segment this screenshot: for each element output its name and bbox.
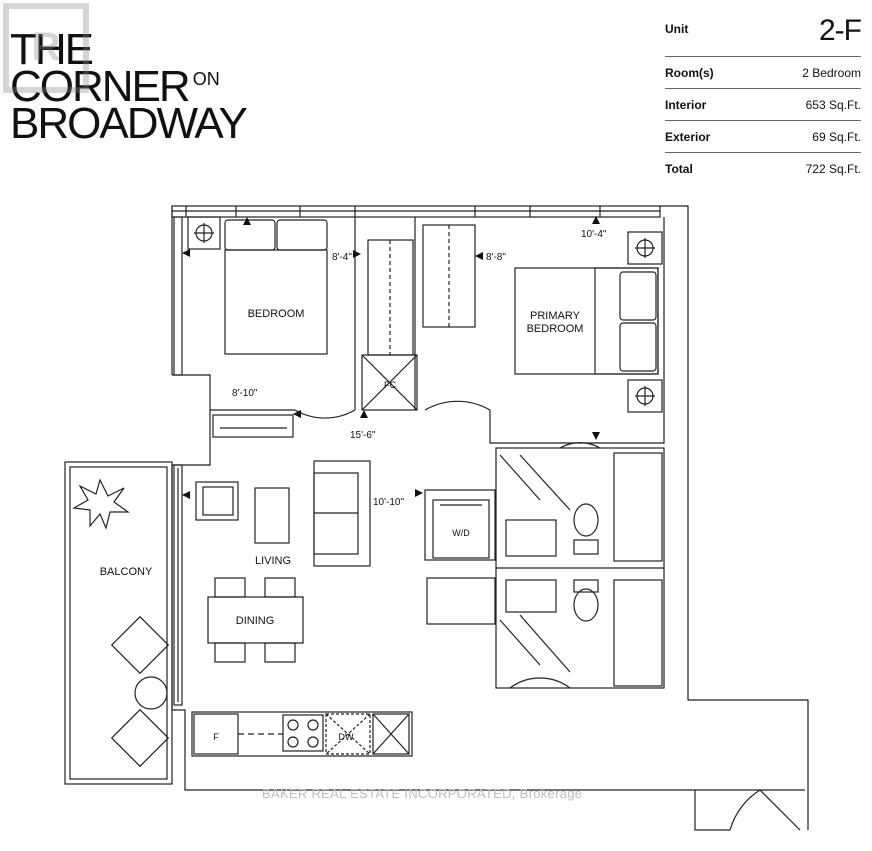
exterior-value: 69 Sq.Ft. (812, 129, 861, 144)
bedroom-length-dim: 15'-6" (350, 430, 376, 441)
balcony-plant (72, 478, 130, 530)
fridge-label: F (213, 732, 219, 742)
rooms-label: Room(s) (665, 65, 714, 80)
bath-1 (499, 452, 663, 562)
dishwasher (325, 713, 371, 755)
right-outer-wall (660, 205, 809, 830)
living-label: LIVING (255, 555, 291, 567)
balcony-label: BALCONY (100, 566, 153, 578)
toilet-2 (573, 588, 599, 622)
bedroom-bed (224, 219, 328, 355)
primary-width-dim: 10'-4" (581, 229, 607, 240)
exterior-row: Exterior 69 Sq.Ft. (665, 121, 861, 153)
exterior-label: Exterior (665, 129, 711, 144)
cooktop (282, 714, 324, 752)
dining-set (207, 577, 304, 663)
logo-line-3: BROADWAY (10, 99, 248, 148)
interior-row: Interior 653 Sq.Ft. (665, 89, 861, 121)
logo-on-text: ON (192, 69, 220, 89)
fan-coil-closet (361, 354, 418, 411)
doors (294, 400, 601, 689)
unit-row: Unit 2-F (665, 14, 862, 57)
fan-coil-label: FC (384, 380, 396, 390)
primary-door-swing (424, 400, 491, 411)
balcony-chair-bottom (110, 708, 170, 768)
vanity-1 (505, 519, 557, 557)
exterior-walls (171, 205, 809, 831)
bedroom-desk (212, 414, 294, 438)
dimension-arrows (182, 216, 600, 499)
realtor-watermark-logo: R (3, 3, 89, 93)
unit-value: 2-F (819, 14, 862, 47)
kitchen-sink (372, 713, 410, 755)
unit-info-table: Unit 2-F Room(s) 2 Bedroom Interior 653 … (665, 14, 862, 184)
balcony-chair-top (110, 615, 170, 675)
primary-bedroom-label-1: PRIMARY (530, 310, 581, 322)
primary-bedroom-label-2: BEDROOM (527, 323, 584, 335)
balcony-table (134, 676, 168, 710)
total-row: Total 722 Sq.Ft. (665, 153, 861, 184)
bedroom-depth-dim: 8'-4" (332, 252, 352, 263)
logo-corner-text: CORNER (10, 62, 191, 111)
coffee-table (254, 487, 290, 544)
dining-table (207, 596, 304, 644)
closets (361, 224, 476, 411)
washer-dryer-label: W/D (452, 528, 470, 538)
washer-dryer (432, 499, 490, 559)
primary-bed (514, 267, 659, 375)
bathtub-2 (613, 579, 663, 687)
bedroom-width-dim: 8'-10" (232, 388, 258, 399)
total-label: Total (665, 161, 693, 176)
brokerage-watermark: BAKER REAL ESTATE INCORPORATED, Brokerag… (262, 786, 583, 801)
unit-label: Unit (665, 22, 689, 36)
left-window-upper (173, 216, 183, 376)
primary-depth-dim: 8'-8" (486, 252, 506, 263)
bathtub-1 (613, 452, 663, 562)
dishwasher-label: DW (339, 732, 354, 742)
svg-text:R: R (32, 25, 61, 69)
toilet-1 (573, 503, 599, 537)
living-width-dim: 10'-10" (373, 497, 404, 508)
interior-label: Interior (665, 97, 707, 112)
bedroom-nightstand (187, 216, 221, 250)
column (172, 374, 211, 466)
bath-2 (499, 579, 663, 687)
rooms-row: Room(s) 2 Bedroom (665, 57, 861, 89)
balcony-outline (64, 461, 173, 785)
bedroom-door-swing (294, 409, 356, 419)
primary-nightstand-bottom (627, 379, 663, 413)
kitchen-counter (191, 711, 413, 757)
primary-nightstand-top (627, 231, 663, 265)
interior-value: 653 Sq.Ft. (805, 97, 861, 112)
bedroom-label: BEDROOM (248, 308, 305, 320)
armchair (195, 481, 239, 521)
vanity-2 (505, 579, 557, 613)
interior-walls (191, 217, 665, 757)
laundry-closet (424, 489, 496, 561)
living-sofa (313, 460, 371, 567)
left-window-lower (173, 464, 183, 706)
logo-line-1: THE (10, 25, 94, 74)
balcony (64, 461, 173, 785)
entry-door-swing (729, 789, 761, 831)
dining-label: DINING (236, 615, 275, 627)
total-value: 722 Sq.Ft. (805, 161, 861, 176)
rooms-value: 2 Bedroom (802, 65, 861, 80)
